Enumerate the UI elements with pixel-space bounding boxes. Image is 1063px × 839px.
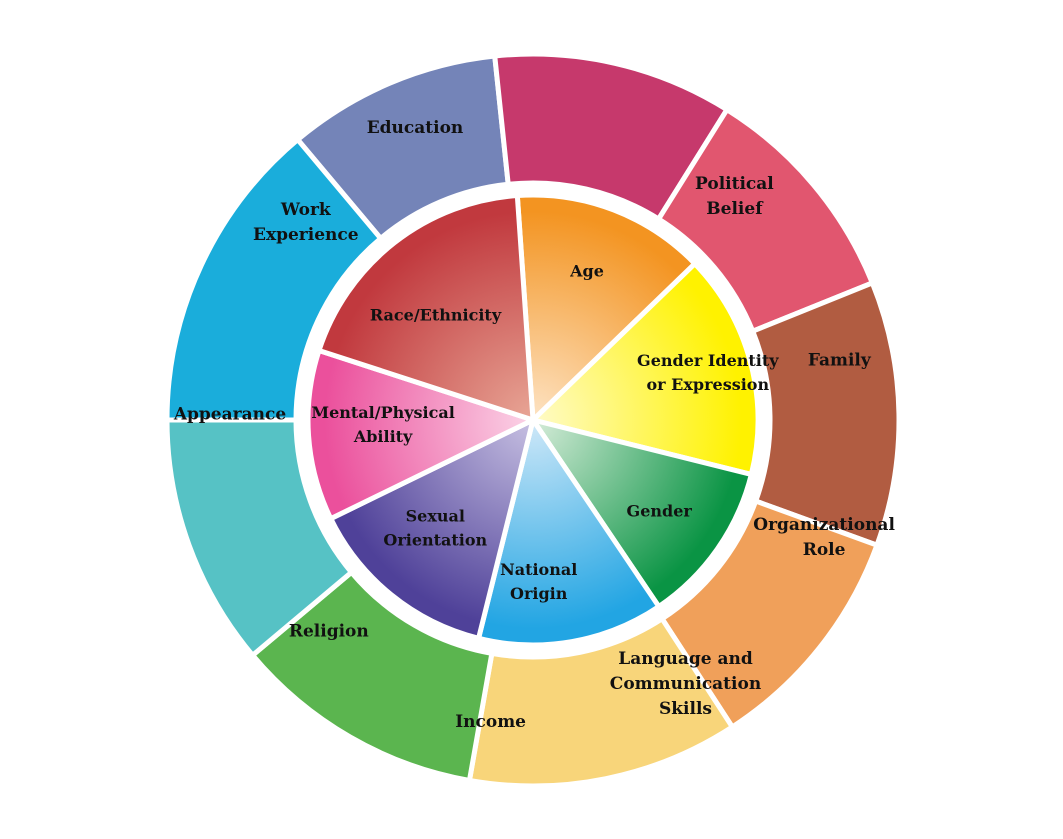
label-line: Gender (627, 501, 693, 520)
label-line: Origin (510, 583, 568, 602)
outer-segment-work-experience (164, 136, 385, 423)
education-label: Education (367, 117, 464, 137)
age-label: Age (569, 261, 604, 280)
label-line: Family (808, 350, 872, 370)
label-line: Income (455, 712, 526, 732)
label-line: Communication (610, 674, 761, 694)
gender-identity-or-expression-label: Gender Identity or Expression (637, 351, 779, 394)
income-label: Income (455, 712, 526, 732)
inner-segment-gender (527, 415, 755, 611)
label-line: Belief (706, 198, 764, 218)
label-line: National (500, 559, 577, 578)
label-line: Appearance (173, 404, 286, 424)
label-line: Mental/Physical (311, 403, 454, 422)
inner-segment-national-origin (475, 413, 663, 648)
label-line: Sexual (406, 506, 465, 525)
label-line: Orientation (383, 530, 487, 549)
inner-segment-mental-physical-ability (305, 347, 540, 522)
label-line: Role (803, 540, 846, 560)
gender-label: Gender (627, 501, 693, 520)
inner-segment-gender-identity-or-expression (528, 260, 761, 478)
label-line: Work (280, 200, 332, 220)
inner-segment-sexual-orientation (327, 415, 537, 642)
label-line: Religion (289, 621, 369, 641)
inner-segment-race-ethnicity (315, 192, 536, 424)
label-line: Race/Ethnicity (370, 305, 502, 324)
family-label: Family (808, 350, 872, 370)
label-line: Ability (353, 427, 413, 446)
label-line: Gender Identity (637, 351, 779, 370)
religion-label: Religion (289, 621, 369, 641)
label-line: Organizational (753, 515, 895, 535)
label-line: Skills (659, 699, 712, 719)
label-line: Language and (618, 649, 753, 669)
label-line: or Expression (646, 375, 769, 394)
label-line: Age (569, 261, 604, 280)
label-line: Experience (253, 225, 359, 245)
label-line: Political (695, 173, 774, 193)
inner-segment-age (514, 192, 699, 426)
appearance-label: Appearance (173, 404, 286, 424)
label-line: Education (367, 117, 464, 137)
race-ethnicity-label: Race/Ethnicity (370, 305, 502, 324)
